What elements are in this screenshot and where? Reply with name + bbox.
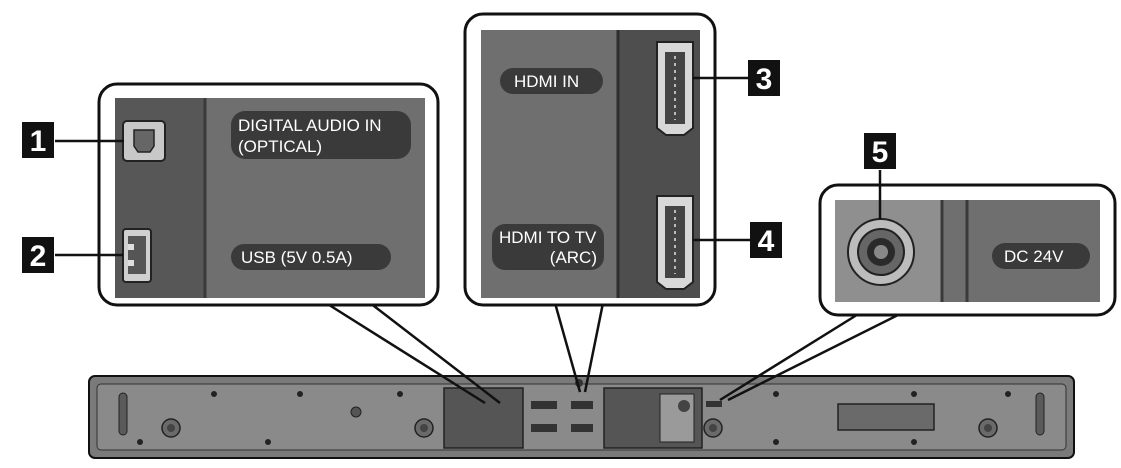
callout-4-number: 4 [758,225,775,258]
callout-2-number: 2 [30,240,47,273]
hdmi-tv-label-line2: (ARC) [550,248,597,267]
usb-label: USB (5V 0.5A) [241,248,353,267]
panel-optical-usb: DIGITAL AUDIO IN (OPTICAL) USB (5V 0.5A) [97,82,440,307]
callout-4: 4 [750,222,782,258]
callout-1-number: 1 [30,125,47,158]
optical-label-line2: (OPTICAL) [238,137,322,156]
dc-jack-icon [847,218,915,286]
callout-3-number: 3 [756,63,773,96]
dc-label: DC 24V [1004,247,1064,266]
callout-leaders [55,76,882,257]
hdmi-tv-port-icon [656,195,694,290]
optical-port-icon [122,120,166,162]
hdmi-tv-label-line1: HDMI TO TV [499,228,597,247]
callout-5: 5 [864,133,896,169]
callout-3: 3 [748,60,780,96]
usb-port-icon [122,228,152,283]
callout-2: 2 [22,237,54,273]
panel-dc: DC 24V [818,183,1117,317]
callout-5-number: 5 [872,136,889,169]
panel-hdmi: HDMI IN HDMI TO TV (ARC) [463,12,717,307]
hdmi-in-label: HDMI IN [514,72,579,91]
zoom-lines [325,301,903,405]
hdmi-in-port-icon [656,41,694,136]
callout-1: 1 [22,122,54,158]
soundbar-rear [88,375,1075,459]
optical-label-line1: DIGITAL AUDIO IN [238,116,382,135]
